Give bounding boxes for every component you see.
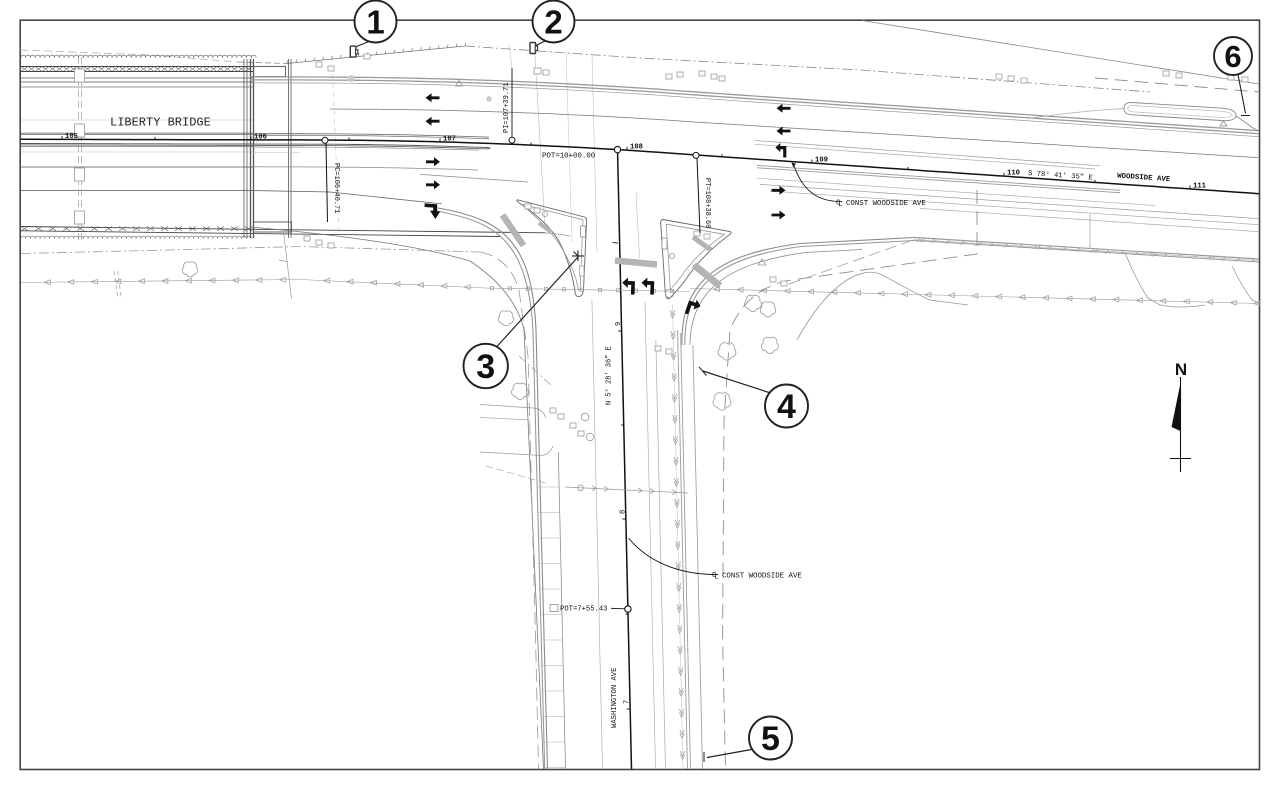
- svg-text:POT=10+00.00: POT=10+00.00: [542, 153, 595, 161]
- svg-text:7: 7: [624, 700, 632, 704]
- svg-text:3: 3: [476, 348, 495, 386]
- svg-text:N: N: [1175, 360, 1187, 379]
- svg-text:107: 107: [443, 135, 456, 143]
- svg-text:5: 5: [761, 720, 780, 758]
- svg-text:111: 111: [1193, 182, 1207, 190]
- svg-text:WOODSIDE AVE: WOODSIDE AVE: [1117, 173, 1171, 185]
- svg-text:CONST WOODSIDE AVE: CONST WOODSIDE AVE: [722, 573, 802, 581]
- svg-text:PI=107+39.71: PI=107+39.71: [503, 83, 511, 133]
- svg-text:8: 8: [619, 510, 627, 514]
- svg-text:POT=7+55.43: POT=7+55.43: [560, 606, 607, 614]
- svg-text:PC=106+40.71: PC=106+40.71: [332, 163, 340, 213]
- svg-text:L: L: [714, 574, 718, 582]
- svg-text:C: C: [712, 572, 717, 580]
- svg-text:4: 4: [777, 388, 796, 426]
- svg-text:L: L: [838, 201, 842, 209]
- svg-text:C: C: [836, 200, 841, 208]
- svg-text:106: 106: [254, 133, 267, 141]
- svg-text:110: 110: [1007, 170, 1020, 178]
- svg-text:108: 108: [630, 144, 643, 152]
- svg-text:9: 9: [615, 322, 623, 326]
- svg-text:6: 6: [1224, 39, 1241, 74]
- svg-text:LIBERTY BRIDGE: LIBERTY BRIDGE: [110, 116, 211, 130]
- svg-text:1: 1: [366, 3, 384, 40]
- svg-text:CONST WOODSIDE AVE: CONST WOODSIDE AVE: [846, 200, 926, 208]
- svg-text:PT=108+38.60: PT=108+38.60: [703, 178, 711, 228]
- svg-text:2: 2: [544, 3, 562, 40]
- svg-text:N 5° 28' 36” E: N 5° 28' 36” E: [605, 346, 614, 405]
- svg-text:109: 109: [815, 157, 828, 165]
- svg-text:105: 105: [65, 133, 78, 141]
- svg-text:WASHINGTON AVE: WASHINGTON AVE: [611, 668, 619, 728]
